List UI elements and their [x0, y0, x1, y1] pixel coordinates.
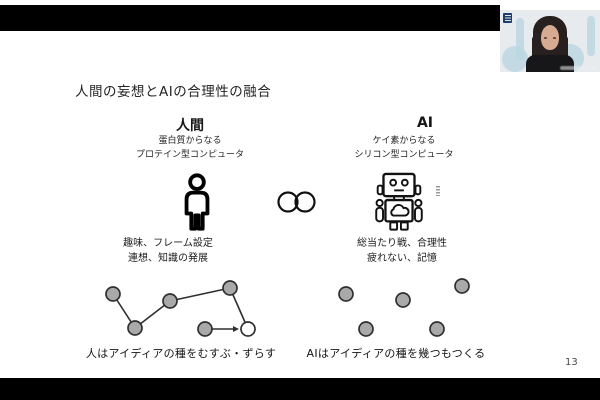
- participant-face: [541, 25, 559, 50]
- human-subtitle: 蛋白質からなる プロテイン型コンピュータ: [110, 134, 270, 162]
- slide-title: 人間の妄想とAIの合理性の融合: [75, 84, 272, 100]
- webcam-background-shape: [587, 16, 595, 56]
- participant-name-label: [560, 65, 597, 70]
- human-traits: 趣味、フレーム設定 連想、知識の発展: [83, 236, 253, 266]
- ai-caption: AIはアイディアの種を幾つもつくる: [306, 347, 486, 360]
- ai-subtitle: ケイ素からなる シリコン型コンピュータ: [324, 134, 484, 162]
- human-subtitle-line2: プロテイン型コンピュータ: [135, 150, 244, 160]
- human-caption: 人はアイディアの種をむすぶ・ずらす: [85, 347, 277, 360]
- logo-badge-icon: [503, 13, 512, 23]
- human-subtitle-line1: 蛋白質からなる: [158, 136, 222, 146]
- ai-subtitle-line1: ケイ素からなる: [372, 136, 436, 146]
- logo-badge-glyph: [504, 15, 511, 21]
- page-number: 13: [565, 357, 578, 368]
- human-traits-line2: 連想、知識の発展: [128, 253, 208, 264]
- letterbox-bottom-bar: [0, 378, 600, 400]
- ai-idea-scatter: [338, 278, 470, 337]
- ai-traits-line1: 総当たり戦、合理性: [357, 238, 447, 249]
- ai-column-header: AI: [416, 115, 434, 131]
- webcam-thumbnail[interactable]: [500, 10, 600, 72]
- participant-hair-strand: [532, 36, 539, 66]
- ai-traits: 総当たり戦、合理性 疲れない、記憶: [317, 236, 487, 266]
- participant-hair-strand: [561, 36, 568, 66]
- participant-eye: [544, 37, 547, 39]
- human-traits-line1: 趣味、フレーム設定: [123, 238, 213, 249]
- webcam-background-shape: [516, 18, 524, 60]
- letterbox-top-bar: [0, 5, 500, 31]
- participant-eye: [553, 37, 556, 39]
- robot-icon: [375, 172, 423, 231]
- webcam-background-shape: [502, 46, 528, 72]
- slide: 人間の妄想とAIの合理性の融合 人間 AI 蛋白質からなる プロテイン型コンピュ…: [0, 31, 600, 378]
- human-idea-graph: [105, 280, 256, 337]
- tiny-vertical-watermark: [436, 186, 440, 196]
- human-column-header: 人間: [176, 118, 204, 134]
- ai-traits-line2: 疲れない、記憶: [367, 253, 437, 264]
- overlapping-circles-icon: [277, 191, 316, 213]
- ai-subtitle-line2: シリコン型コンピュータ: [354, 150, 454, 160]
- person-outline-icon: [184, 173, 210, 231]
